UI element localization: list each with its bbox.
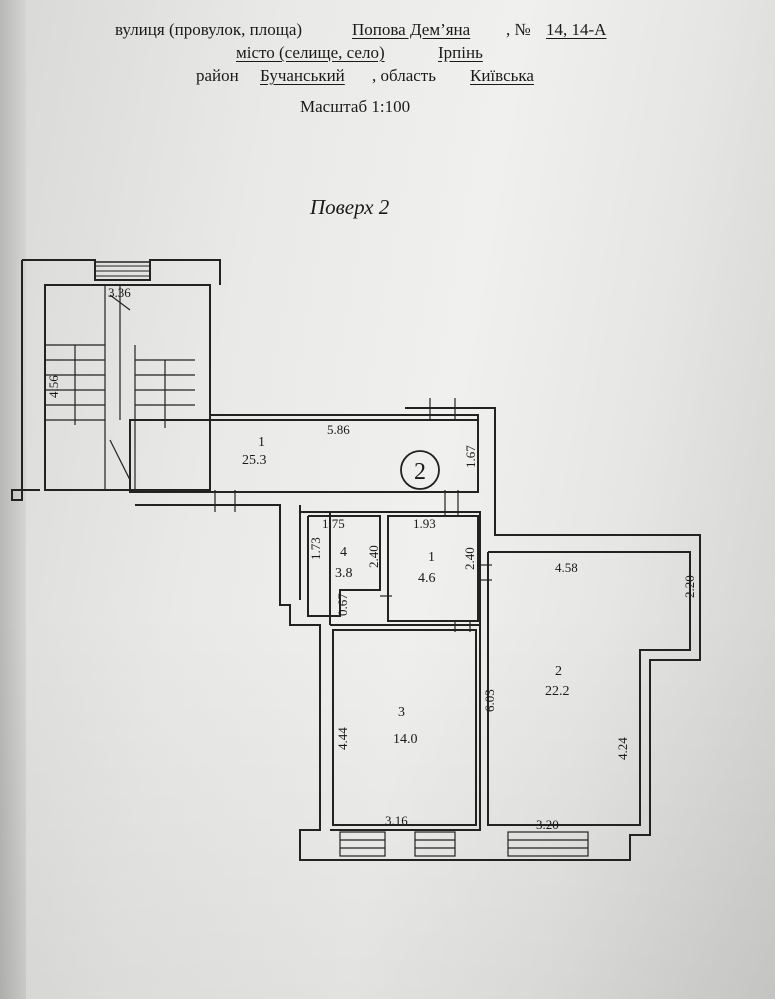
district-label: район <box>196 66 239 85</box>
dim-stair-height: 4.56 <box>46 375 61 398</box>
city-value: Ірпінь <box>438 43 483 62</box>
toilet-number: 4 <box>340 545 347 560</box>
region-value: Київська <box>470 66 534 85</box>
apartment-walls <box>129 407 701 861</box>
bath-area: 4.6 <box>418 571 436 586</box>
dim-room2-bottom: 3.20 <box>536 817 559 832</box>
corridor-area: 25.3 <box>242 453 267 468</box>
dim-room2-right-top: 2.20 <box>682 575 697 598</box>
stair-steps <box>45 285 195 490</box>
dim-stair-width: 3.36 <box>108 285 131 300</box>
dim-bath-right: 2.40 <box>462 547 477 570</box>
dim-room3-bottom: 3.16 <box>385 813 408 828</box>
dim-corridor-width: 1.67 <box>463 445 478 468</box>
number-value: 14, 14-А <box>546 20 607 39</box>
number-label: , № <box>506 20 531 39</box>
street-label: вулиця (провулок, площа) <box>115 20 303 39</box>
room2-area: 22.2 <box>545 684 570 699</box>
dim-room3-left: 4.44 <box>335 727 350 750</box>
region-label: , область <box>372 66 436 85</box>
apartment-number: 2 <box>414 459 426 485</box>
toilet-area: 3.8 <box>335 566 353 581</box>
dim-room2-left: 6.03 <box>482 689 497 712</box>
floor-title: Поверх 2 <box>310 195 390 219</box>
dim-toilet-left: 1.73 <box>308 537 323 560</box>
dim-toilet-right: 2.40 <box>366 545 381 568</box>
dim-bath-top: 1.93 <box>413 516 436 531</box>
bath-number: 1 <box>428 550 435 565</box>
dim-toilet-bottom: 0.67 <box>335 593 350 616</box>
stairwell-walls <box>11 259 221 501</box>
page-shade <box>0 610 775 999</box>
corridor-number: 1 <box>258 435 265 450</box>
street-value: Попова Дем’яна <box>352 20 471 39</box>
dim-room2-top: 4.58 <box>555 560 578 575</box>
dim-toilet-top: 1.75 <box>322 516 345 531</box>
dim-room2-right: 4.24 <box>615 737 630 760</box>
windows <box>214 398 589 857</box>
apartment-number-circle <box>400 450 440 490</box>
room2-number: 2 <box>555 664 562 679</box>
district-value: Бучанський <box>260 66 345 85</box>
dim-corridor-length: 5.86 <box>327 422 350 437</box>
city-label: місто (селище, село) <box>236 43 385 62</box>
room3-number: 3 <box>398 705 405 720</box>
scale-text: Масштаб 1:100 <box>300 97 411 116</box>
room3-area: 14.0 <box>393 732 418 747</box>
